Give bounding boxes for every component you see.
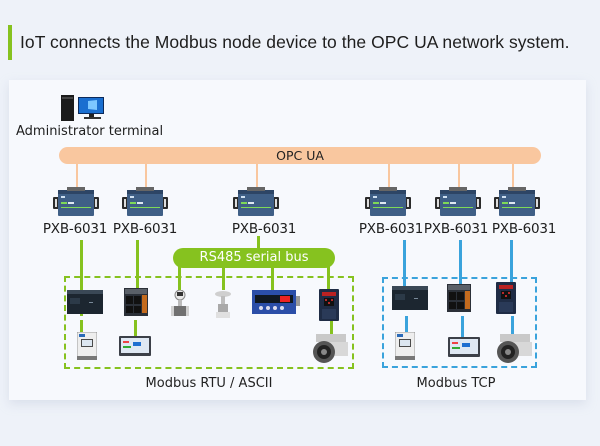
opc-link-4 <box>388 160 390 190</box>
digital-display-meter-icon <box>252 290 300 314</box>
gateway-device-icon <box>365 187 411 216</box>
modbus-rtu-label: Modbus RTU / ASCII <box>145 376 273 391</box>
rtu-link <box>222 266 225 290</box>
rtu-link <box>271 266 274 290</box>
modbus-tcp-group <box>382 277 537 368</box>
tcp-link <box>459 240 462 288</box>
power-meter-icon <box>395 332 415 360</box>
desktop-computer-icon <box>61 95 104 121</box>
hmi-touchscreen-icon <box>119 336 151 356</box>
flowmeter-icon <box>170 290 190 317</box>
rtu-link <box>134 320 137 336</box>
rtu-link <box>327 266 330 290</box>
gateway-device-icon <box>435 187 481 216</box>
frequency-inverter-icon <box>496 282 516 314</box>
vacuum-pump-icon <box>313 334 348 363</box>
gateway-label: PXB-6031 <box>112 221 178 237</box>
rtu-link <box>178 266 181 290</box>
gateway-label: PXB-6031 <box>231 221 297 237</box>
plc-icon <box>392 286 428 310</box>
vacuum-pump-icon <box>497 334 532 363</box>
frequency-inverter-icon <box>319 289 339 321</box>
rs485-label: RS485 serial bus <box>199 250 309 265</box>
tcp-link <box>461 316 464 338</box>
rtu-link <box>80 240 83 316</box>
heading-text: IoT connects the Modbus node device to t… <box>20 32 570 52</box>
opc-link-3 <box>256 160 258 190</box>
opc-link-1 <box>76 160 78 190</box>
opc-ua-bus: OPC UA <box>59 147 541 164</box>
gateway-device-icon <box>122 187 168 216</box>
tcp-link <box>405 316 408 336</box>
rtu-link <box>257 236 260 250</box>
modbus-tcp-label: Modbus TCP <box>416 376 496 391</box>
gateway-device-icon <box>233 187 279 216</box>
plc-module-icon <box>124 288 148 316</box>
gateway-label: PXB-6031 <box>491 221 557 237</box>
modbus-rtu-group <box>64 276 354 369</box>
gateway-device-icon <box>53 187 99 216</box>
valve-actuator-icon <box>215 291 231 318</box>
rs485-serial-bus: RS485 serial bus <box>173 248 335 268</box>
hmi-touchscreen-icon <box>448 337 480 357</box>
plc-module-icon <box>447 284 471 312</box>
plc-icon <box>67 290 103 314</box>
opc-link-2 <box>145 160 147 190</box>
tcp-link <box>403 240 406 288</box>
gateway-label: PXB-6031 <box>358 221 424 237</box>
diagram-panel <box>9 80 586 400</box>
tcp-link <box>510 240 513 284</box>
opc-link-5 <box>458 160 460 190</box>
heading-accent-bar <box>8 25 12 60</box>
opc-link-6 <box>512 160 514 190</box>
gateway-label: PXB-6031 <box>423 221 489 237</box>
gateway-device-icon <box>494 187 540 216</box>
tcp-link <box>511 316 514 334</box>
opc-ua-label: OPC UA <box>276 148 324 163</box>
power-meter-icon <box>77 332 97 360</box>
page-heading: IoT connects the Modbus node device to t… <box>8 25 570 60</box>
rtu-link <box>330 320 333 336</box>
rtu-link <box>80 320 83 336</box>
rtu-link <box>136 240 139 289</box>
admin-terminal-label: Administrator terminal <box>16 124 164 139</box>
gateway-label: PXB-6031 <box>42 221 108 237</box>
